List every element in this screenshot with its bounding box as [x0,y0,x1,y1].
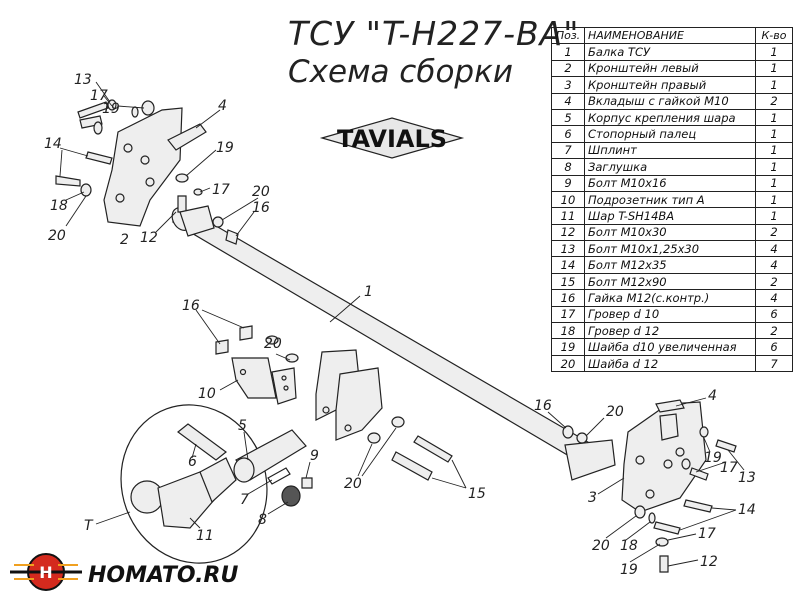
homato-watermark-text: HOMATO.RU [88,563,238,588]
callout-14-right: 14 [738,502,756,518]
part-name: Стопорный палец [584,125,756,143]
callout-labels: 13 17 19 4 14 18 20 2 19 17 20 16 12 1 1… [44,72,756,578]
callout-13-left: 13 [74,72,92,88]
callout-1: 1 [364,284,373,300]
callout-19-right: 19 [704,450,722,466]
callout-4-right: 4 [708,388,717,404]
callout-5: 5 [238,418,247,434]
callout-17-left: 17 [90,88,108,104]
callout-16-left: 16 [252,200,270,216]
callout-18-left: 18 [50,198,68,214]
callout-11: 11 [196,528,214,544]
right-bracket [621,399,707,513]
callout-16-center: 16 [182,298,200,314]
callout-10: 10 [198,386,216,402]
homato-logo-letter: H [39,563,52,582]
ball-mount-assembly [120,404,313,564]
callout-20-right-b: 20 [592,538,610,554]
callout-18-right: 18 [620,538,638,554]
callout-17-right-b: 17 [698,526,716,542]
part-name: Болт М10х16 [584,174,756,192]
part-name: Кронштейн левый [584,59,756,78]
col-position: Поз. [551,26,585,45]
callout-9: 9 [310,448,319,464]
callout-17-left-b: 17 [212,182,230,198]
center-plates [315,349,453,481]
callout-T: T [84,518,94,534]
part-quantity: 7 [755,354,793,373]
callout-15: 15 [468,486,486,502]
callout-19-right-b: 19 [620,562,638,578]
callout-8: 8 [258,512,267,528]
callout-20-left: 20 [48,228,66,244]
part-name: Шайба d10 увеличенная [584,338,756,356]
part-position: 19 [551,338,585,356]
callout-4-left: 4 [218,98,227,114]
callout-19-left: 19 [102,101,120,117]
part-name: Гровер d 10 [584,305,756,324]
callout-17-right: 17 [720,460,738,476]
part-position: 17 [551,305,585,324]
callout-3: 3 [588,490,597,506]
right-fasteners [562,425,737,573]
callout-12-right: 12 [700,554,718,570]
part-name: Корпус крепления шара [584,108,756,127]
callout-16-right: 16 [534,398,552,414]
tow-beam [171,207,616,481]
callout-20-left-b: 20 [252,184,270,200]
left-fasteners [55,99,239,245]
part-quantity: 4 [755,256,793,274]
callout-20-plates: 20 [344,476,362,492]
callout-20-right: 20 [606,404,624,420]
part-name: Гайка М12(с.контр.) [584,289,756,307]
part-position: 18 [551,322,585,340]
callout-20-center: 20 [264,336,282,352]
homato-watermark: H HOMATO.RU [10,553,238,591]
part-name: Вкладыш с гайкой М10 [584,92,756,110]
part-position: 11 [551,207,585,225]
callout-19-left-b: 19 [216,140,234,156]
callout-13-right: 13 [738,470,756,486]
callout-12-left: 12 [140,230,158,246]
leader-lines [59,81,745,567]
tavials-logo: TAVIALS [319,117,465,159]
part-name: Подрозетник тип А [584,190,756,209]
callout-14-left: 14 [44,136,62,152]
left-bracket [103,107,207,227]
callout-2: 2 [120,232,129,248]
parts-table-header: Поз. НАИМЕНОВАНИЕ К-во [551,26,793,45]
part-quantity: 1 [755,108,793,127]
diagram-subtitle: Схема сборки [288,54,513,90]
tavials-logo-text: TAVIALS [337,125,447,153]
callout-6: 6 [188,454,197,470]
callout-7: 7 [240,492,249,508]
socket-bracket [215,325,299,405]
diagram-title: ТСУ "T-H227-BA" [288,14,580,53]
part-position: 20 [551,354,585,373]
part-quantity: 1 [755,190,793,209]
